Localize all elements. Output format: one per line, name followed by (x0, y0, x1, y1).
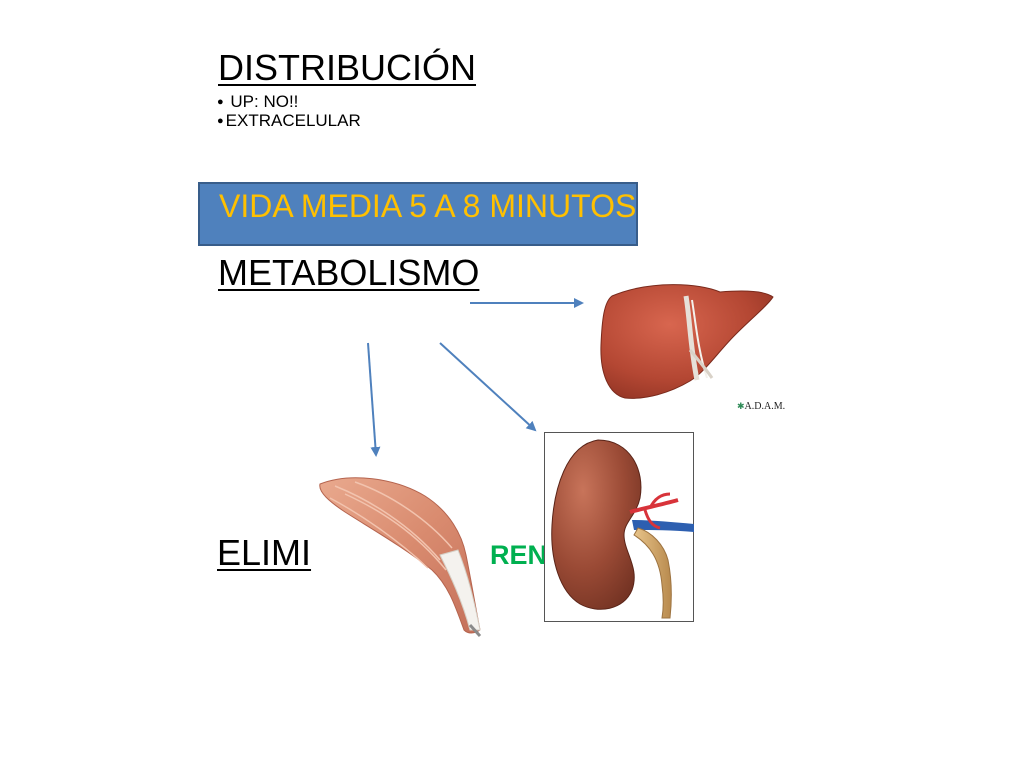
arrow-to-muscle (367, 342, 381, 457)
bullet-up: ● UP: NO!! (217, 93, 298, 110)
vida-media-text: VIDA MEDIA 5 A 8 MINUTOS (219, 188, 637, 224)
bullet-text: EXTRACELULAR (225, 111, 361, 130)
kidney-image (551, 439, 694, 619)
adam-credit-text: A.D.A.M. (744, 401, 786, 412)
vida-media-box (198, 182, 638, 246)
liver-image (600, 284, 774, 399)
metabolismo-heading: METABOLISMO (218, 252, 480, 293)
bullet-dot-icon: ● (217, 115, 224, 127)
arrow-to-kidney (439, 342, 537, 432)
distribucion-heading: DISTRIBUCIÓN (218, 47, 477, 88)
star-icon: ✱ (737, 401, 745, 411)
bullet-text: UP: NO!! (225, 92, 299, 111)
bullet-extracelular: ●EXTRACELULAR (217, 112, 361, 129)
renal-text: REN (490, 540, 548, 570)
muscle-image (319, 477, 482, 638)
eliminacion-heading-wrap: ELIMI (217, 535, 315, 579)
adam-credit: ✱A.D.A.M. (737, 401, 785, 412)
bullet-dot-icon: ● (217, 96, 224, 108)
eliminacion-heading: ELIMI (217, 535, 312, 573)
